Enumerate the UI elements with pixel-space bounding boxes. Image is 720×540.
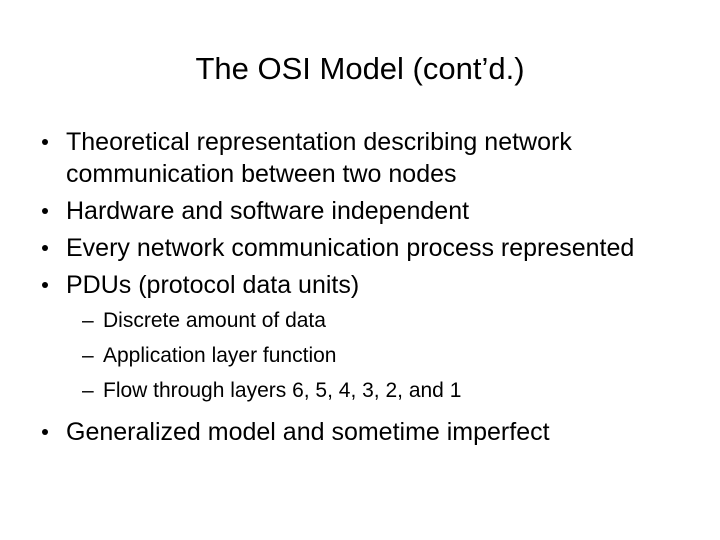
bullet-dot-icon — [42, 139, 48, 145]
sub-list-item: – Application layer function — [36, 342, 696, 369]
dash-marker-icon: – — [82, 379, 94, 402]
bullet-list-level2: – Discrete amount of data – Application … — [36, 307, 696, 404]
list-item: Every network communication process repr… — [36, 232, 696, 264]
dash-marker-icon: – — [82, 309, 94, 332]
list-item: Theoretical representation describing ne… — [36, 126, 696, 190]
bullet-dot-icon — [42, 245, 48, 251]
bullet-dot-icon — [42, 282, 48, 288]
sub-list-item-label: Flow through layers 6, 5, 4, 3, 2, and 1 — [103, 379, 462, 402]
list-item-label: Generalized model and sometime imperfect — [66, 418, 550, 446]
bullet-list-level1: Theoretical representation describing ne… — [36, 126, 696, 448]
page-title: The OSI Model (cont’d.) — [195, 51, 525, 86]
list-item: PDUs (protocol data units) — [36, 269, 696, 301]
sub-list-item: – Discrete amount of data — [36, 307, 696, 334]
sub-list-item-label: Application layer function — [103, 344, 337, 367]
slide-body: Theoretical representation describing ne… — [36, 126, 696, 453]
dash-marker-icon: – — [82, 344, 94, 367]
bullet-dot-icon — [42, 208, 48, 214]
sub-list-item-label: Discrete amount of data — [103, 309, 326, 332]
sub-list-item: – Flow through layers 6, 5, 4, 3, 2, and… — [36, 377, 696, 404]
list-item-label: Theoretical representation describing ne… — [66, 128, 572, 188]
list-item-label: PDUs (protocol data units) — [66, 271, 360, 299]
list-item: Generalized model and sometime imperfect — [36, 416, 696, 448]
bullet-dot-icon — [42, 429, 48, 435]
list-item-label: Hardware and software independent — [66, 197, 470, 225]
list-item: Hardware and software independent — [36, 195, 696, 227]
list-item-label: Every network communication process repr… — [66, 234, 635, 262]
